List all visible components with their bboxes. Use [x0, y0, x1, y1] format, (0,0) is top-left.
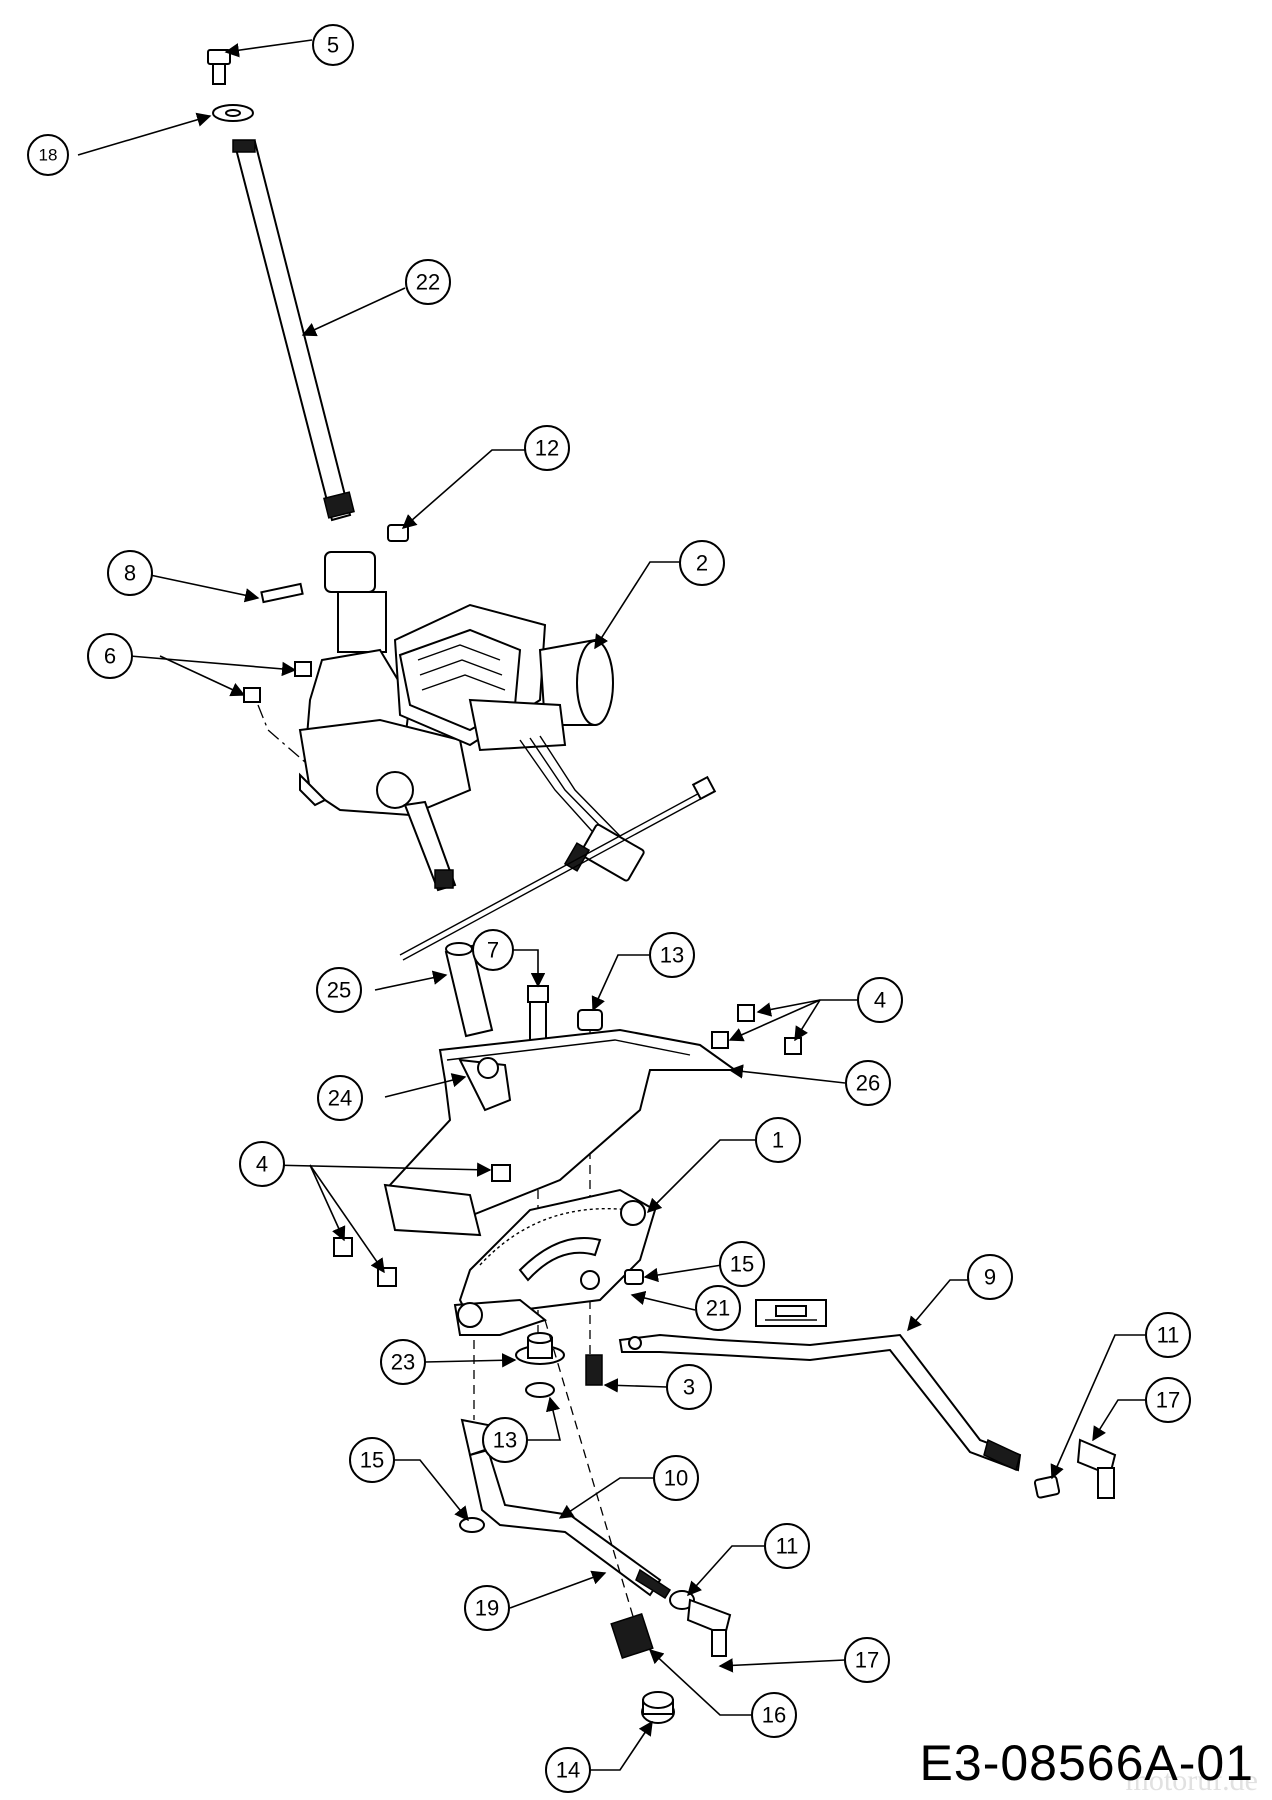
part-nut-14 — [641, 1691, 675, 1724]
callout-label: 23 — [391, 1350, 415, 1375]
callout-15-lower: 15 — [349, 1437, 395, 1483]
callout-4-top: 4 — [857, 977, 903, 1023]
part-drag-link-10 — [460, 1319, 662, 1641]
watermark: motoruf.de — [1125, 1764, 1258, 1797]
part-washer-18 — [212, 104, 254, 122]
part-nut-11-right — [1033, 1475, 1061, 1499]
callout-2: 2 — [679, 540, 725, 586]
callout-label: 9 — [984, 1265, 996, 1290]
callout-10: 10 — [653, 1455, 699, 1501]
callout-label: 17 — [1156, 1388, 1180, 1413]
callout-26: 26 — [845, 1060, 891, 1106]
callout-8-top: 8 — [107, 550, 153, 596]
callout-label: 4 — [256, 1152, 268, 1177]
part-cable-tie — [399, 775, 717, 961]
part-rod-end-19 — [635, 1568, 672, 1600]
part-pin-8 — [260, 582, 304, 604]
callout-17-lower: 17 — [844, 1637, 890, 1683]
callout-label: 7 — [487, 938, 499, 963]
drawing-number: E3-08566A-01 — [919, 1735, 1254, 1791]
part-bushing-23 — [515, 1332, 565, 1365]
callout-label: 14 — [556, 1758, 580, 1783]
callout-7: 7 — [472, 929, 514, 971]
part-bolt-5 — [207, 49, 231, 85]
part-rod-9 — [618, 1333, 1022, 1472]
leader-lines — [77, 39, 1146, 1771]
part-steering-motor-assembly-2 — [298, 551, 645, 892]
callout-label: 12 — [535, 436, 559, 461]
callout-19: 19 — [464, 1585, 510, 1631]
callout-3: 3 — [666, 1364, 712, 1410]
callout-label: 10 — [664, 1466, 688, 1491]
part-bolt-3 — [585, 1354, 603, 1386]
callout-18: 18 — [27, 134, 69, 176]
callout-11-right: 11 — [1145, 1312, 1191, 1358]
part-sector-plate-1 — [453, 1188, 657, 1336]
part-steering-shaft-22 — [232, 139, 355, 522]
part-screws-4-top — [711, 1004, 802, 1055]
callout-14: 14 — [545, 1747, 591, 1793]
part-tube-25 — [444, 942, 494, 1038]
callout-label: 11 — [1157, 1323, 1180, 1348]
part-ball-joint-17-right — [1076, 1438, 1117, 1499]
callout-17-right: 17 — [1145, 1377, 1191, 1423]
callout-label: 21 — [706, 1296, 730, 1321]
callout-24: 24 — [317, 1075, 363, 1121]
callout-label: 6 — [104, 644, 116, 669]
callout-9: 9 — [967, 1254, 1013, 1300]
callout-13-lower: 13 — [482, 1417, 528, 1463]
callout-21: 21 — [695, 1285, 741, 1331]
callout-label: 24 — [328, 1086, 352, 1111]
part-nut-13-top — [577, 1009, 603, 1360]
callout-22: 22 — [405, 259, 451, 305]
callout-13-top: 13 — [649, 932, 695, 978]
callout-25: 25 — [316, 967, 362, 1013]
part-label-21 — [755, 1299, 827, 1327]
callout-23: 23 — [380, 1339, 426, 1385]
part-nut-12 — [387, 524, 409, 542]
callout-label: 19 — [475, 1596, 499, 1621]
callout-1: 1 — [755, 1117, 801, 1163]
part-washer-13-lower — [525, 1382, 555, 1398]
callout-label: 5 — [327, 33, 339, 58]
callout-label: 8 — [124, 561, 136, 586]
part-pinion-gear-16 — [610, 1612, 654, 1660]
callout-label: 18 — [39, 146, 58, 165]
callout-label: 22 — [416, 270, 440, 295]
callout-label: 25 — [327, 978, 351, 1003]
callout-label: 3 — [683, 1375, 695, 1400]
callout-11-lower: 11 — [764, 1523, 810, 1569]
callout-5: 5 — [312, 24, 354, 66]
callout-4-lower: 4 — [239, 1141, 285, 1187]
callout-label: 4 — [874, 988, 886, 1013]
callout-label: 11 — [776, 1534, 799, 1559]
callout-label: 17 — [855, 1648, 879, 1673]
part-nut-15-lower — [459, 1517, 485, 1533]
callout-label: 13 — [660, 943, 684, 968]
callout-15-upper: 15 — [719, 1241, 765, 1287]
callout-label: 13 — [493, 1428, 517, 1453]
callout-label: 15 — [730, 1252, 754, 1277]
callout-label: 2 — [696, 551, 708, 576]
callout-label: 1 — [772, 1128, 784, 1153]
part-ball-joint-17-lower — [686, 1598, 732, 1657]
part-nut-15-upper — [624, 1269, 644, 1285]
callout-label: 16 — [762, 1703, 786, 1728]
callout-label: 15 — [360, 1448, 384, 1473]
callout-6: 6 — [87, 633, 133, 679]
callout-label: 26 — [856, 1071, 880, 1096]
callout-12: 12 — [524, 425, 570, 471]
part-mounting-bracket-24 — [383, 1028, 739, 1237]
callout-16: 16 — [751, 1692, 797, 1738]
